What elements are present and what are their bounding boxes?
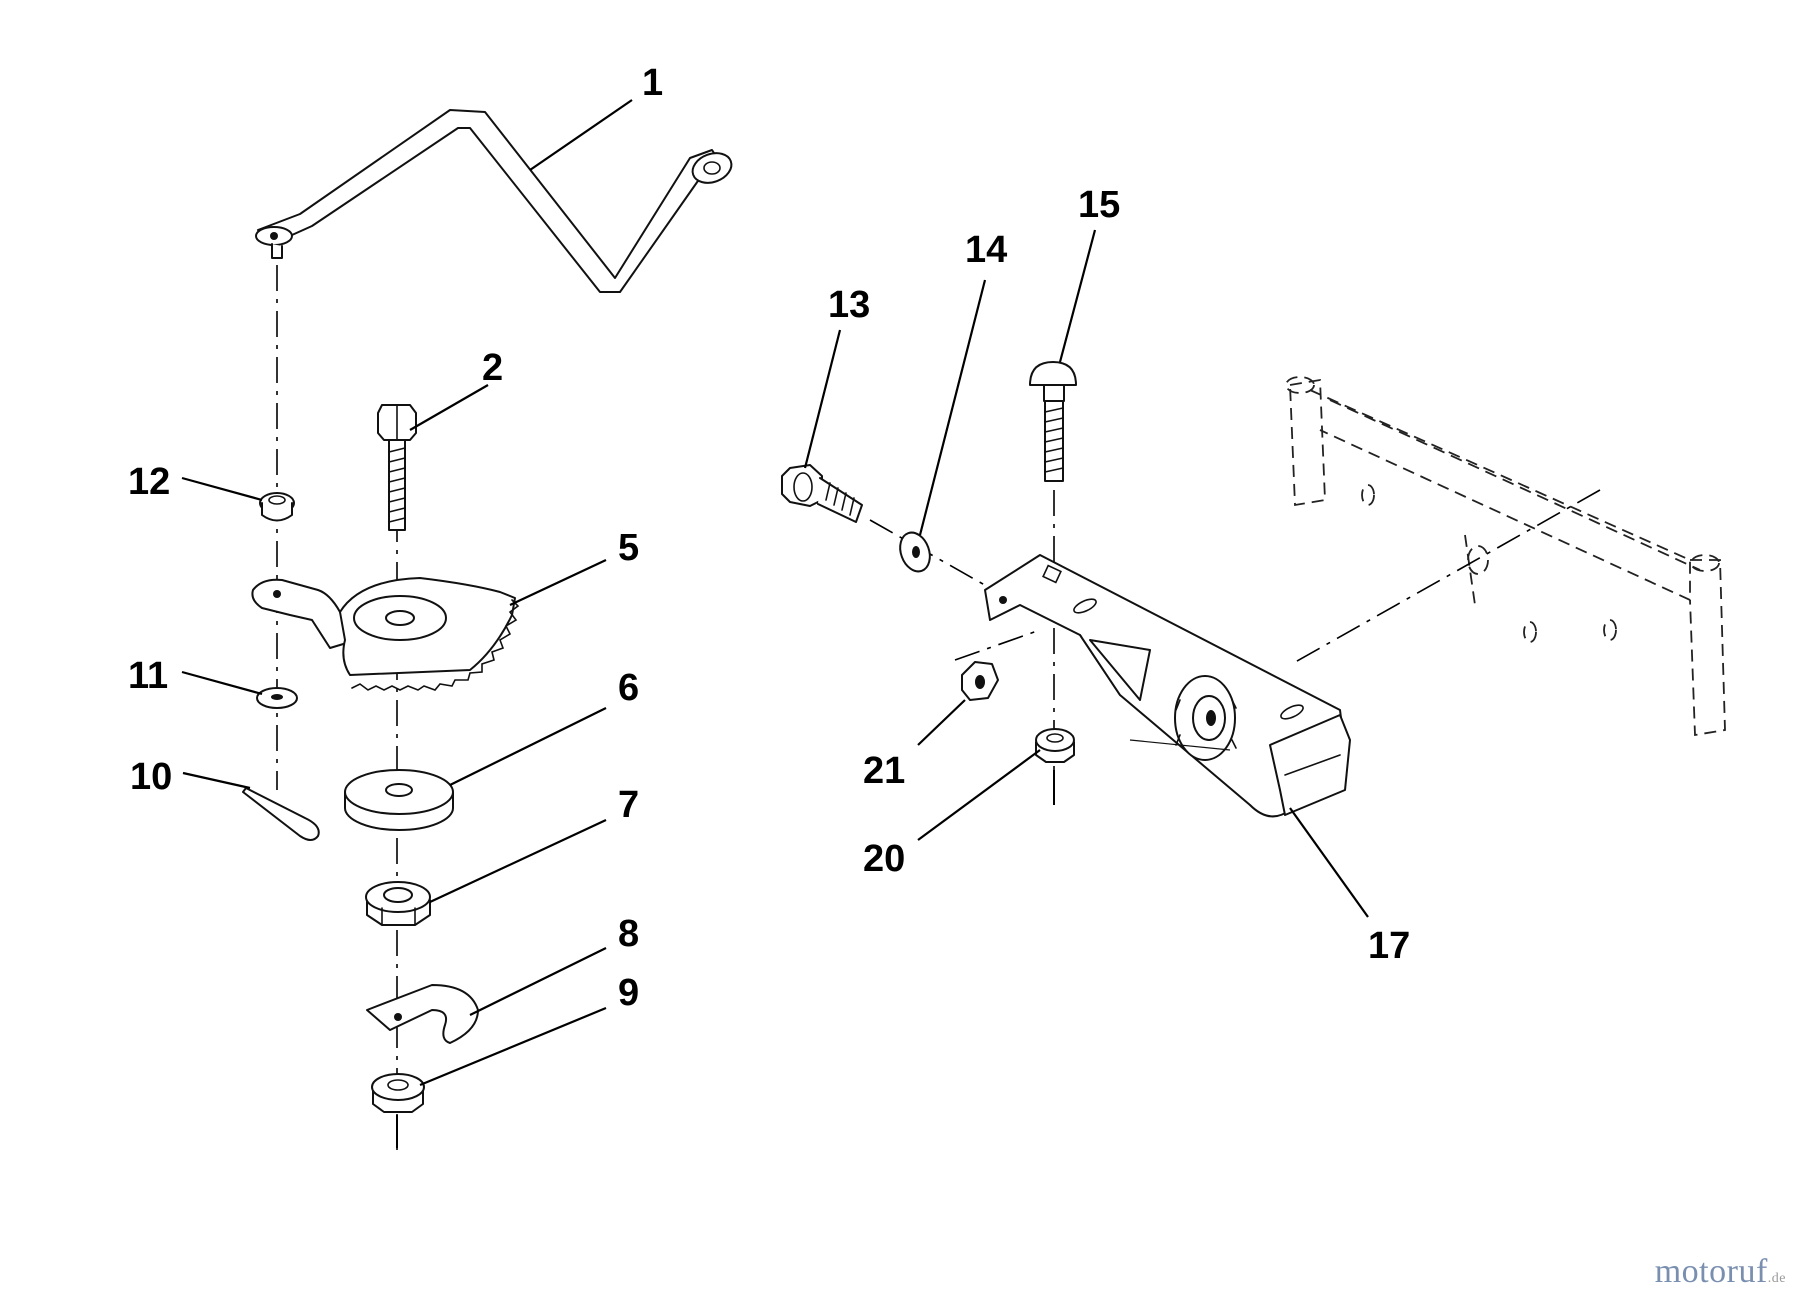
- phantom-axle: [1285, 376, 1726, 737]
- bracket-hidden-line: [1129, 739, 1231, 751]
- callout-14: 14: [965, 229, 1007, 271]
- part-10-cotter-pin: [242, 787, 320, 841]
- callout-5: 5: [618, 527, 639, 569]
- callout-7: 7: [618, 784, 639, 826]
- watermark-tld: .de: [1767, 1271, 1786, 1286]
- part-8-clip: [366, 984, 479, 1044]
- callout-9: 9: [618, 972, 639, 1014]
- callout-21: 21: [863, 750, 905, 792]
- callout-6: 6: [618, 667, 639, 709]
- part-14-washer: [899, 531, 931, 573]
- nut-axis: [954, 629, 1041, 661]
- callout-2: 2: [482, 347, 503, 389]
- part-1-rod: [255, 109, 733, 293]
- callout-13: 13: [828, 284, 870, 326]
- part-17-bracket: [984, 554, 1351, 818]
- callout-10: 10: [130, 756, 172, 798]
- part-21-nut: [961, 661, 999, 701]
- part-13-bolt: [781, 464, 863, 523]
- callout-12: 12: [128, 461, 170, 503]
- callout-17: 17: [1368, 925, 1410, 967]
- callout-15: 15: [1078, 184, 1120, 226]
- part-5-sector-gear: [251, 577, 520, 691]
- callout-1: 1: [642, 62, 663, 104]
- part-20-nut: [1035, 728, 1075, 763]
- pivot-axis: [1289, 489, 1601, 666]
- part-6-thick-washer: [344, 769, 454, 831]
- part-11-washer: [256, 687, 298, 709]
- watermark-logo: motoruf.de: [1655, 1253, 1786, 1291]
- part-2-bolt: [377, 404, 417, 531]
- watermark-brand: motoruf: [1654, 1253, 1768, 1290]
- part-7-hex-nut: [365, 881, 431, 926]
- callout-11: 11: [128, 655, 168, 697]
- callout-20: 20: [863, 838, 905, 880]
- leader-lines: [181, 99, 1369, 1087]
- part-12-flange-nut: [259, 492, 295, 522]
- part-9-hex-nut: [371, 1073, 425, 1113]
- part-15-carriage-bolt: [1029, 361, 1077, 482]
- callout-8: 8: [618, 913, 639, 955]
